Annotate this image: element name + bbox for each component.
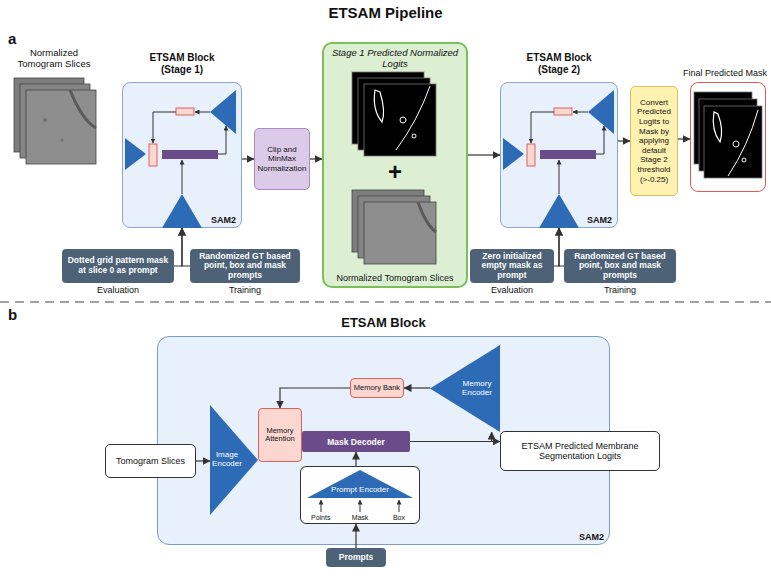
tomogram-image bbox=[20, 84, 90, 158]
node-label: ETSAM Block (Stage 2) bbox=[517, 52, 601, 76]
node-label: Image Encoder bbox=[210, 451, 244, 469]
free-label: Evaluation bbox=[62, 285, 174, 295]
flow-arrow bbox=[242, 158, 254, 159]
flow-arrow bbox=[468, 154, 500, 155]
prompt-box: Zero initialized empty mask as prompt bbox=[470, 249, 554, 283]
prompt-box: Randomized GT based point, box and mask … bbox=[190, 249, 300, 283]
prompt-box: Prompts bbox=[326, 548, 386, 567]
node-label: Memory Bank bbox=[354, 384, 400, 392]
triangle-shape bbox=[210, 405, 258, 515]
node-label: Points bbox=[311, 514, 330, 521]
tomogram-image bbox=[26, 90, 96, 164]
node-label: Prompt Encoder bbox=[301, 485, 419, 494]
node-label: Clip and MinMax Normalization bbox=[257, 145, 307, 173]
node-label: Randomized GT based point, box and mask … bbox=[567, 252, 673, 281]
free-label: Training bbox=[190, 285, 300, 295]
flow-arrow bbox=[182, 228, 190, 266]
triangle-shape bbox=[430, 345, 500, 432]
node-label: Zero initialized empty mask as prompt bbox=[473, 252, 551, 281]
panel-divider bbox=[0, 302, 771, 303]
stage-block: ETSAM Block (Stage 1)SAM2 bbox=[122, 82, 242, 228]
memory-bank-box: Memory Bank bbox=[350, 378, 404, 398]
node-label: Normalized Tomogram Slices bbox=[324, 273, 466, 283]
input-box: Tomogram Slices bbox=[105, 444, 196, 478]
node-label: Final Predicted Mask bbox=[683, 68, 767, 78]
flow-arrow bbox=[174, 228, 182, 266]
node-label: ETSAM Predicted Membrane Segmentation Lo… bbox=[505, 441, 655, 462]
free-label: a bbox=[8, 30, 28, 47]
node-label: Mask Decoder bbox=[327, 437, 385, 447]
tomogram-image bbox=[14, 78, 84, 152]
stage-block: ETSAM Block (Stage 2)SAM2 bbox=[500, 82, 618, 228]
node-label: SAM2 bbox=[211, 215, 236, 225]
logits-panel: Stage 1 Predicted Normalized Logits + Norm… bbox=[322, 42, 468, 288]
tomogram-image bbox=[14, 78, 96, 164]
node-label: SAM2 bbox=[579, 532, 604, 542]
node-label: ETSAM Block (Stage 1) bbox=[140, 52, 224, 76]
node-label: Memory Attention bbox=[259, 427, 301, 444]
panel-divider bbox=[0, 301, 771, 302]
node-label: Mask bbox=[352, 514, 369, 521]
node-label: + bbox=[324, 158, 466, 186]
node-label: Convert Predicted Logits to Mask by appl… bbox=[632, 98, 676, 184]
free-label: b bbox=[8, 306, 28, 323]
prompt-box: Randomized GT based point, box and mask … bbox=[564, 249, 676, 283]
prompt-box: Dotted grid pattern mask at slice 0 as p… bbox=[62, 249, 174, 283]
node-label: ETSAM Block bbox=[341, 315, 426, 330]
node-label: Stage 1 Predicted Normalized Logits bbox=[328, 48, 462, 70]
free-label: Evaluation bbox=[470, 285, 554, 295]
flow-arrow bbox=[310, 158, 322, 159]
decoder-box: Mask Decoder bbox=[302, 431, 410, 452]
encoder-triangle: Image Encoder bbox=[210, 405, 258, 515]
process-box: Clip and MinMax Normalization bbox=[254, 128, 310, 190]
free-label: Training bbox=[564, 285, 676, 295]
node-label: Memory Encoder bbox=[454, 380, 500, 398]
node-label: Prompts bbox=[339, 553, 373, 563]
free-label: Normalized Tomogram Slices bbox=[8, 48, 100, 70]
flow-arrow bbox=[678, 138, 690, 139]
node-label: SAM2 bbox=[587, 215, 612, 225]
attention-box: Memory Attention bbox=[258, 408, 302, 462]
diagram-title: ETSAM Pipeline bbox=[0, 4, 771, 21]
flow-arrow bbox=[618, 140, 630, 141]
output-box: ETSAM Predicted Membrane Segmentation Lo… bbox=[500, 431, 660, 471]
node-label: Randomized GT based point, box and mask … bbox=[193, 252, 297, 281]
output-panel: Final Predicted Mask bbox=[690, 82, 766, 192]
tomogram-image bbox=[61, 139, 64, 142]
threshold-box: Convert Predicted Logits to Mask by appl… bbox=[630, 86, 678, 196]
prompt-encoder: Prompt EncoderPoints Mask Box bbox=[300, 466, 420, 524]
flow-arrow bbox=[554, 228, 559, 266]
tomogram-image bbox=[43, 118, 47, 122]
encoder-triangle: Memory Encoder bbox=[430, 345, 500, 432]
node-label: Tomogram Slices bbox=[116, 456, 185, 466]
tomogram-image bbox=[70, 90, 96, 128]
node-label: Dotted grid pattern mask at slice 0 as p… bbox=[65, 256, 171, 275]
node-label: Box bbox=[393, 514, 405, 521]
